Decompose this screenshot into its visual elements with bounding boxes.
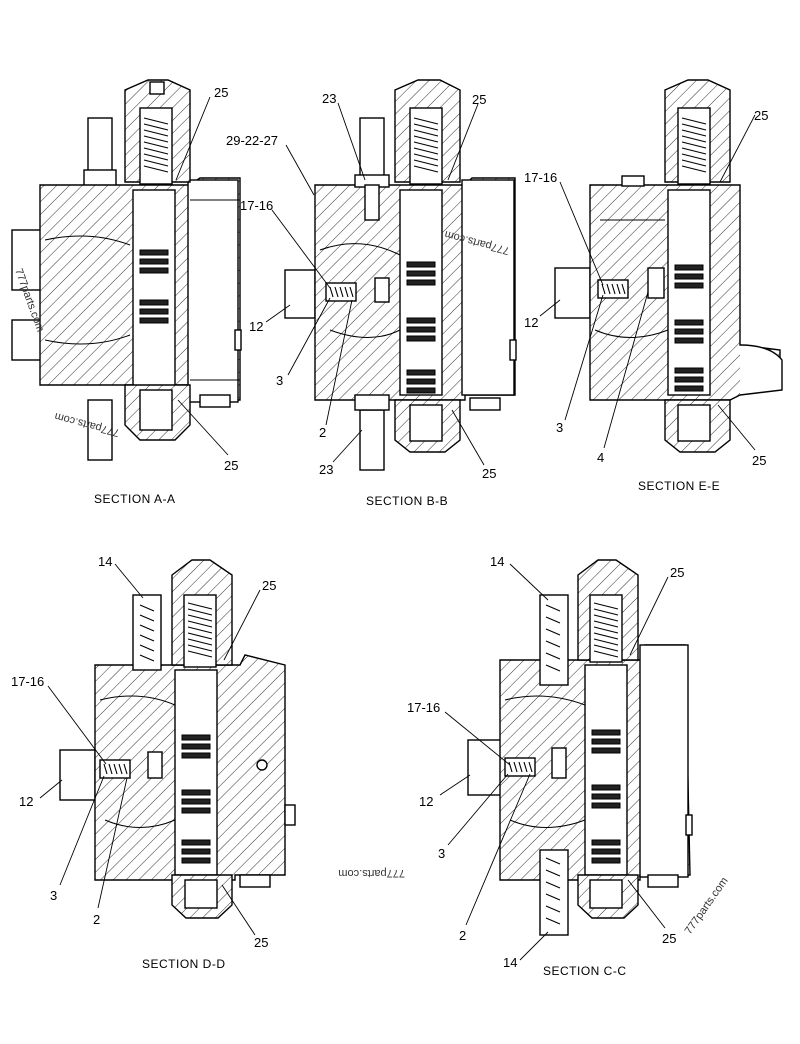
- callout-23-bottom: 23: [319, 462, 333, 477]
- callout-3: 3: [438, 846, 445, 861]
- leader-line: [559, 181, 604, 286]
- leader-line: [719, 114, 756, 183]
- callout-2: 2: [93, 912, 100, 927]
- leader-line: [287, 297, 331, 376]
- section-b-b-drawing: [284, 79, 517, 471]
- leader-line: [177, 399, 229, 456]
- leader-line: [451, 409, 485, 466]
- callout-3: 3: [50, 888, 57, 903]
- leader-line: [114, 563, 144, 599]
- leader-line: [444, 711, 511, 766]
- leader-line: [447, 773, 509, 846]
- leader-line: [223, 589, 261, 661]
- section-e-e-title: SECTION E-E: [638, 479, 720, 493]
- section-e-e: 25 17-16 12 3 4 25 SECTION E-E: [524, 79, 783, 493]
- callout-12: 12: [249, 319, 263, 334]
- callout-25-bottom: 25: [752, 453, 766, 468]
- section-a-a: 25 25 SECTION A-A 777parts.com 777parts.…: [11, 79, 242, 506]
- callout-23-top: 23: [322, 91, 336, 106]
- callout-12: 12: [524, 315, 538, 330]
- leader-line: [564, 294, 604, 421]
- callout-25-top: 25: [262, 578, 276, 593]
- callout-25-bottom: 25: [254, 935, 268, 950]
- callout-17-16: 17-16: [11, 674, 44, 689]
- callout-3: 3: [276, 373, 283, 388]
- callout-14-bottom: 14: [503, 955, 517, 970]
- leader-line: [325, 299, 353, 426]
- leader-line: [59, 775, 105, 886]
- leader-line: [439, 774, 471, 796]
- leader-line: [717, 404, 756, 451]
- section-e-e-drawing: [554, 79, 783, 453]
- callout-17-16: 17-16: [240, 198, 273, 213]
- section-c-c-title: SECTION C-C: [543, 964, 627, 978]
- callout-14: 14: [98, 554, 112, 569]
- leader-line: [627, 879, 666, 929]
- callout-29-22-27: 29-22-27: [226, 133, 278, 148]
- section-d-d-drawing: [59, 559, 296, 919]
- leader-line: [629, 576, 669, 656]
- callout-14-top: 14: [490, 554, 504, 569]
- leader-line: [175, 96, 211, 181]
- callout-2: 2: [319, 425, 326, 440]
- leader-line: [465, 773, 531, 926]
- leader-line: [603, 291, 649, 449]
- leader-line: [47, 685, 107, 765]
- leader-line: [447, 103, 479, 181]
- leader-line: [332, 429, 363, 463]
- section-a-a-title: SECTION A-A: [94, 492, 176, 506]
- callout-25-top: 25: [754, 108, 768, 123]
- callout-4: 4: [597, 450, 604, 465]
- watermark: 777parts.com: [338, 867, 405, 879]
- callout-25-top: 25: [670, 565, 684, 580]
- section-c-c: 14 25 17-16 12 3 2 25 14 SECTION C-C 777…: [407, 554, 731, 978]
- watermark: 777parts.com: [683, 875, 731, 936]
- section-a-a-drawing: [11, 79, 242, 461]
- section-b-b: 23 25 29-22-27 17-16 12 3 2 23 25 SECTIO…: [226, 79, 517, 508]
- callout-12: 12: [419, 794, 433, 809]
- callout-17-16: 17-16: [407, 700, 440, 715]
- leader-line: [337, 102, 366, 181]
- callout-12: 12: [19, 794, 33, 809]
- section-b-b-title: SECTION B-B: [366, 494, 448, 508]
- leader-line: [539, 299, 561, 317]
- section-d-d: 14 25 17-16 12 3 2 25 SECTION D-D 777par…: [11, 554, 405, 971]
- leader-line: [271, 209, 331, 289]
- callout-25-bottom: 25: [482, 466, 496, 481]
- leader-line: [265, 304, 291, 323]
- leader-line: [39, 779, 63, 799]
- callout-25-bottom: 25: [224, 458, 238, 473]
- section-c-c-drawing: [467, 559, 693, 936]
- leader-line: [221, 884, 256, 936]
- leader-line: [519, 931, 549, 961]
- callout-25-top: 25: [214, 85, 228, 100]
- leader-line: [285, 144, 315, 196]
- section-d-d-title: SECTION D-D: [142, 957, 226, 971]
- callout-25-top: 25: [472, 92, 486, 107]
- callout-17-16: 17-16: [524, 170, 557, 185]
- callout-2: 2: [459, 928, 466, 943]
- callout-25-bottom: 25: [662, 931, 676, 946]
- callout-3: 3: [556, 420, 563, 435]
- leader-line: [509, 563, 549, 601]
- leader-line: [97, 777, 128, 909]
